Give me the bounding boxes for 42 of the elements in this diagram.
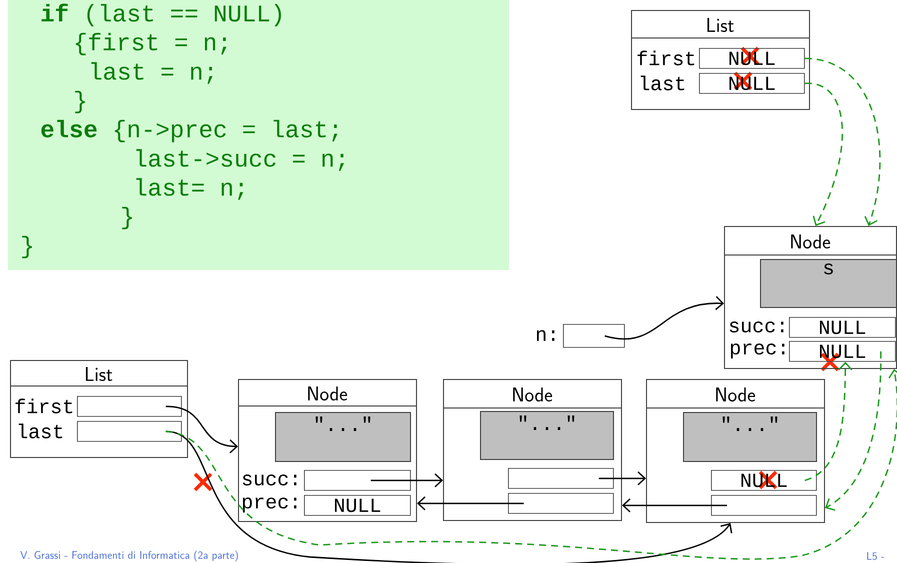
field-box: NULL bbox=[789, 317, 896, 338]
code-line: else {n->prec = last; bbox=[41, 120, 338, 142]
arrow bbox=[166, 430, 732, 563]
code-line: last = n; bbox=[91, 62, 213, 84]
code-line: last->succ = n; bbox=[136, 149, 344, 171]
field-label: n: bbox=[536, 330, 554, 341]
code-line: {first = n; bbox=[76, 32, 226, 56]
code-line: } bbox=[75, 90, 85, 114]
footer-text: V. Grassi - Fondamenti di Informatica (2a parte) bbox=[20, 550, 238, 562]
arrow bbox=[166, 369, 897, 560]
field-label: prec: bbox=[242, 498, 296, 512]
arrow bbox=[604, 296, 724, 340]
arrow bbox=[598, 471, 646, 486]
data-box: "..." bbox=[275, 412, 411, 462]
arrow bbox=[825, 351, 882, 511]
field-box bbox=[508, 493, 614, 514]
field-label: first bbox=[16, 398, 72, 414]
data-box: "..." bbox=[480, 411, 614, 460]
arrow bbox=[622, 498, 727, 512]
arrow bbox=[804, 58, 881, 226]
footer-text: L5 - bbox=[867, 552, 884, 560]
data-box: s bbox=[760, 259, 897, 308]
field-box: NULL bbox=[789, 341, 896, 362]
field-box: NULL bbox=[304, 495, 411, 516]
code-line: } bbox=[122, 206, 132, 230]
field-box bbox=[711, 495, 817, 516]
field-label: succ: bbox=[730, 322, 784, 332]
code-line: if (last == NULL) bbox=[42, 4, 281, 26]
field-label: first bbox=[638, 50, 694, 66]
arrow bbox=[370, 473, 443, 488]
field-label: last bbox=[640, 76, 684, 90]
field-label: prec: bbox=[730, 344, 784, 358]
arrow bbox=[417, 496, 524, 510]
code-line: } bbox=[22, 236, 32, 258]
arrow bbox=[804, 82, 843, 226]
arrow bbox=[804, 362, 852, 482]
field-label: last bbox=[18, 424, 62, 438]
code-line: last= n; bbox=[136, 178, 244, 200]
arrow bbox=[166, 406, 238, 454]
field-box bbox=[508, 468, 614, 489]
field-label: succ: bbox=[242, 474, 296, 486]
data-box: "..." bbox=[683, 412, 817, 462]
